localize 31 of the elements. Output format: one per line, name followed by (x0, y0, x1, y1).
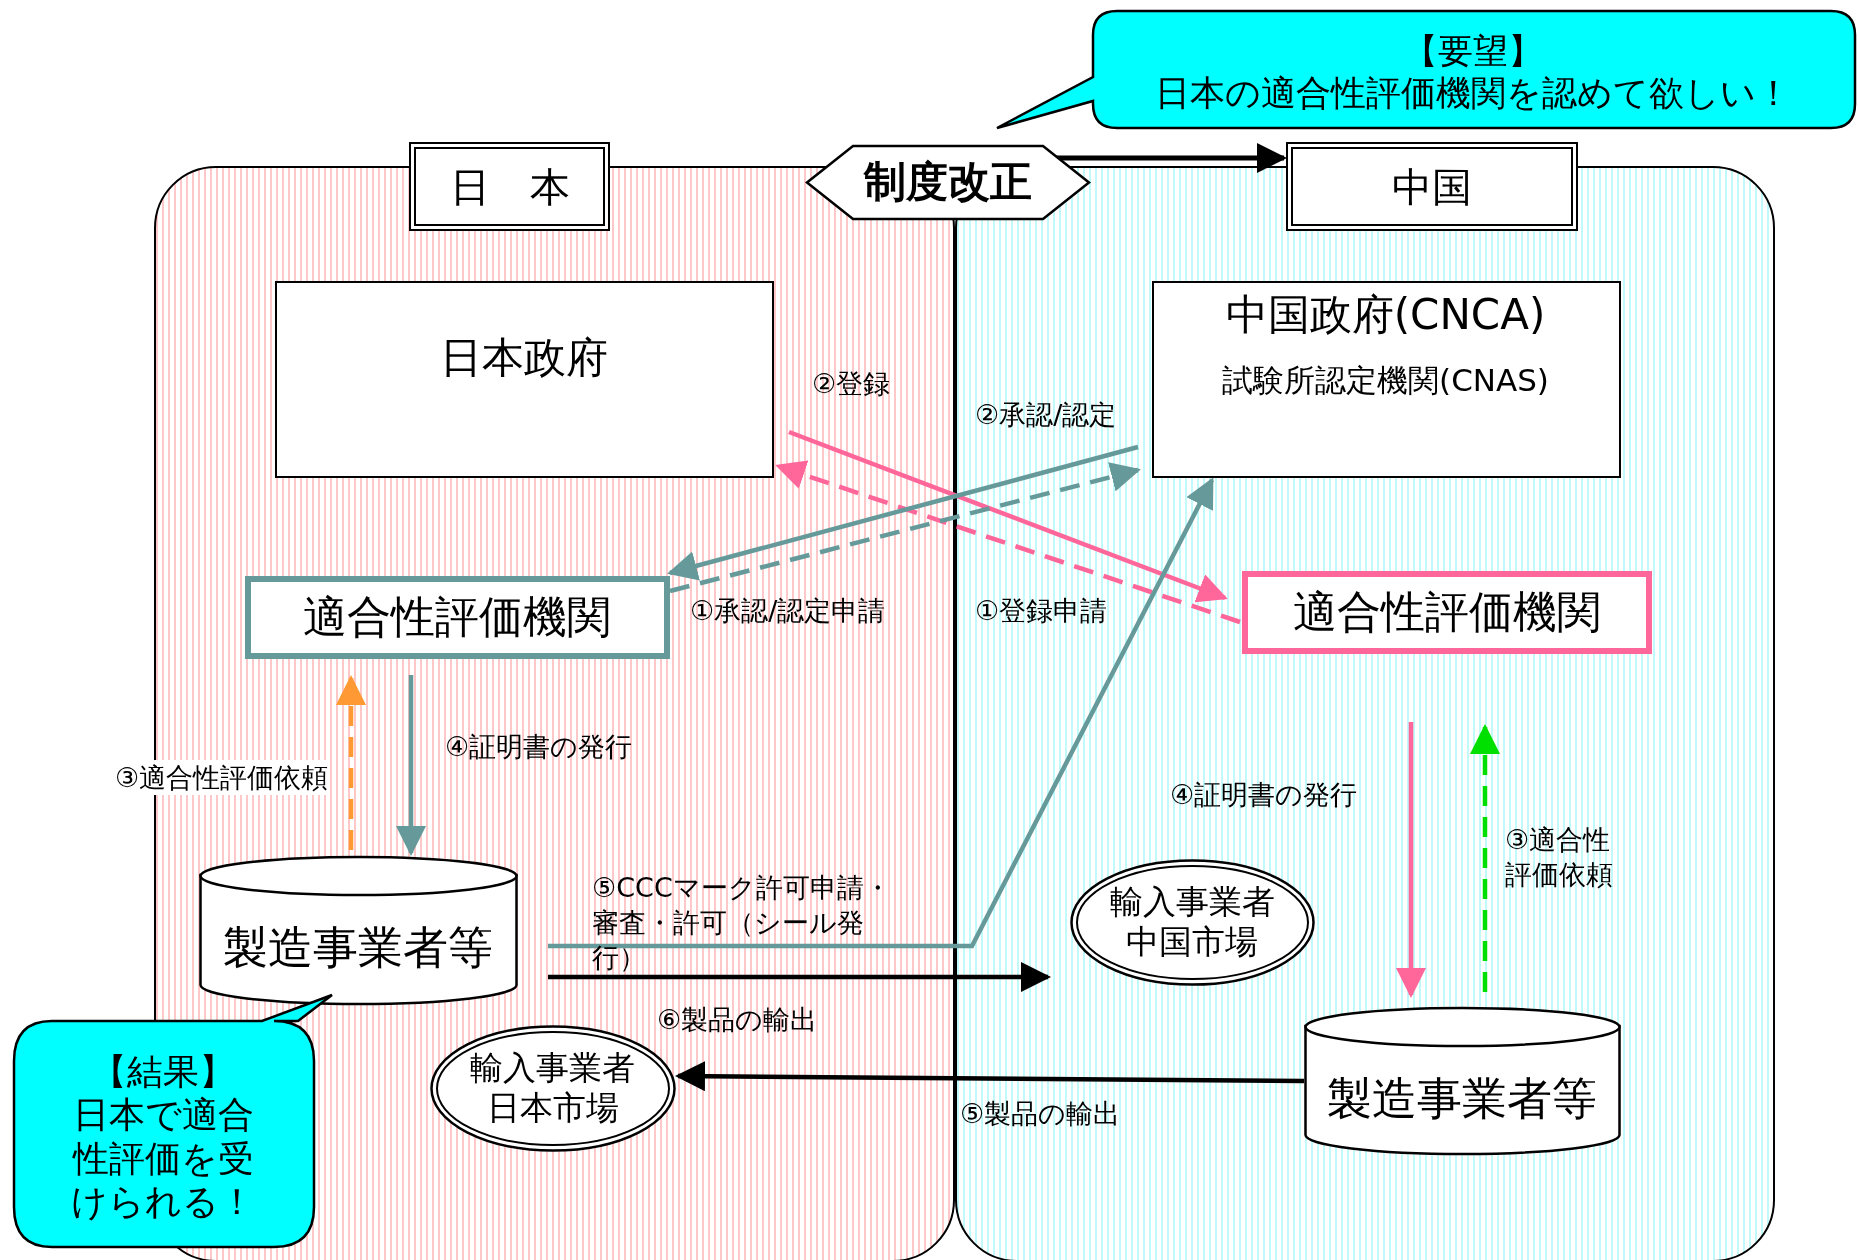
edge-label: ②登録 (812, 367, 891, 401)
arrow (1470, 724, 1500, 992)
arrow (1055, 143, 1287, 173)
process-box: 日本政府 (274, 280, 774, 478)
arrow (675, 1061, 1304, 1092)
heading-box: 日 本 (409, 142, 610, 231)
speech-bubble: 【結果】 日本で適合性評価を受けられる！ (12, 993, 334, 1249)
process-box: 中国政府(CNCA) 試験所認定機関(CNAS) (1151, 280, 1621, 478)
arrow (548, 962, 1051, 992)
edge-label: ①承認/認定申請 (690, 594, 886, 628)
arrow (548, 477, 1214, 949)
arrow (775, 460, 1241, 625)
hexagon-banner: 制度改正 (806, 145, 1090, 220)
arrow (396, 675, 426, 856)
edge-label: ③適合性評価依頼 (1505, 823, 1614, 893)
arrow (788, 429, 1228, 603)
edge-label: ⑤製品の輸出 (960, 1097, 1121, 1131)
heading-box: 中国 (1286, 142, 1578, 231)
process-box: 適合性評価機関 (244, 575, 670, 659)
edge-label: ⑤CCCマーク許可申請・審査・許可（シール発行） (592, 871, 892, 976)
arrow (667, 444, 1139, 581)
speech-bubble: 【要望】 日本の適合性評価機関を認めて欲しい！ (995, 9, 1857, 130)
arrow (336, 675, 366, 850)
arrow (1396, 722, 1426, 998)
edge-label: ①登録申請 (975, 594, 1108, 628)
edge-label: ④証明書の発行 (1170, 778, 1358, 812)
edge-label: ②承認/認定 (975, 398, 1117, 432)
process-box: 適合性評価機関 (1241, 570, 1652, 654)
edge-label: ④証明書の発行 (445, 730, 633, 764)
arrow (669, 462, 1141, 594)
ellipse-node: 輸入事業者中国市場 (1069, 858, 1315, 986)
